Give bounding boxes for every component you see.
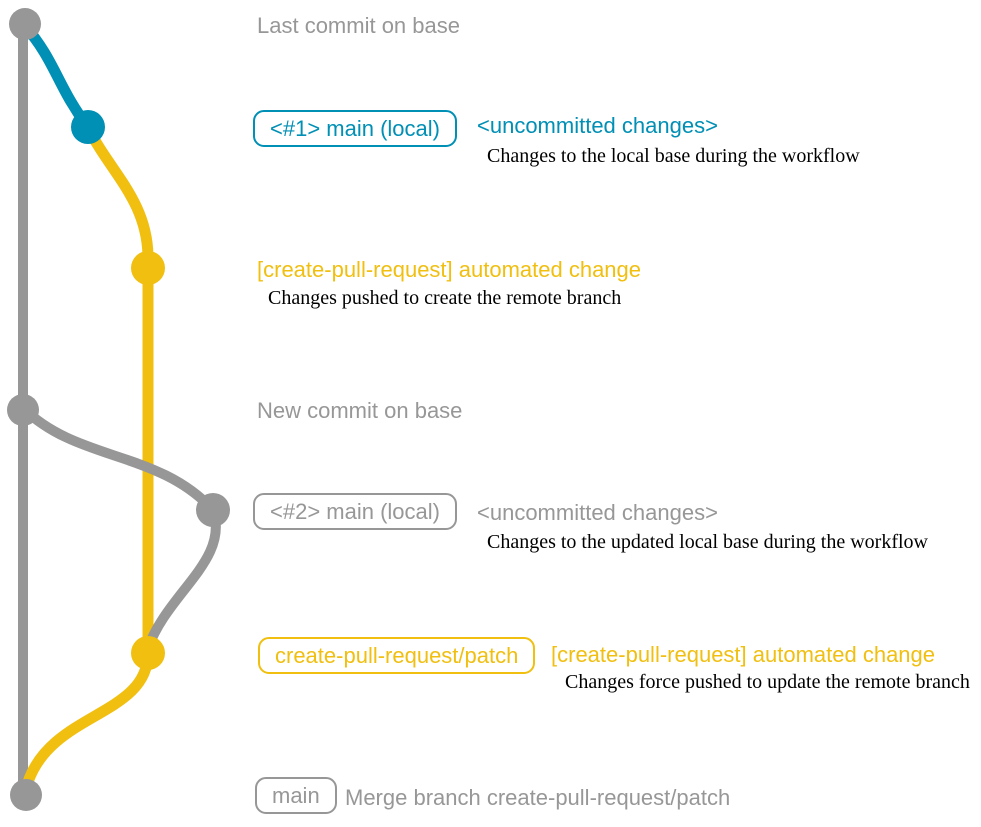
branch-label-main-local-1: <#1> main (local) — [253, 110, 457, 147]
create-pull-request-branch-line — [22, 121, 154, 788]
note-force-pushed-update-remote-branch: Changes force pushed to update the remot… — [565, 671, 970, 693]
commit-dot-create-pull-request-2 — [131, 636, 165, 670]
commit-dot-new-base — [7, 394, 39, 426]
commit-message-automated-change-1: [create-pull-request] automated change — [257, 257, 642, 282]
commit-dot-create-pull-request-1 — [131, 251, 165, 285]
commit-message-uncommitted-2: <uncommitted changes> — [477, 500, 718, 525]
note-pushed-create-remote-branch: Changes pushed to create the remote bran… — [268, 287, 622, 309]
note-updated-local-base-changes: Changes to the updated local base during… — [487, 531, 928, 553]
branch-label-create-pull-request-patch: create-pull-request/patch — [258, 637, 536, 674]
main-local-2-branch-line — [18, 403, 221, 653]
commit-dot-main-local-1 — [71, 110, 105, 144]
commit-message-merge-branch: Merge branch create-pull-request/patch — [345, 785, 731, 810]
note-local-base-changes: Changes to the local base during the wor… — [487, 145, 860, 167]
main-local-1-branch-line — [19, 20, 94, 133]
commit-message-uncommitted-1: <uncommitted changes> — [477, 113, 718, 138]
branch-label-main-local-2: <#2> main (local) — [253, 493, 457, 530]
commit-dot-last-base — [9, 8, 41, 40]
annotation-new-commit-on-base: New commit on base — [257, 398, 463, 423]
annotation-last-commit-on-base: Last commit on base — [257, 13, 460, 38]
commit-dot-main-local-2 — [196, 493, 230, 527]
commit-message-automated-change-2: [create-pull-request] automated change — [551, 642, 936, 667]
commit-dot-merge — [10, 779, 42, 811]
branch-label-main: main — [255, 777, 337, 814]
